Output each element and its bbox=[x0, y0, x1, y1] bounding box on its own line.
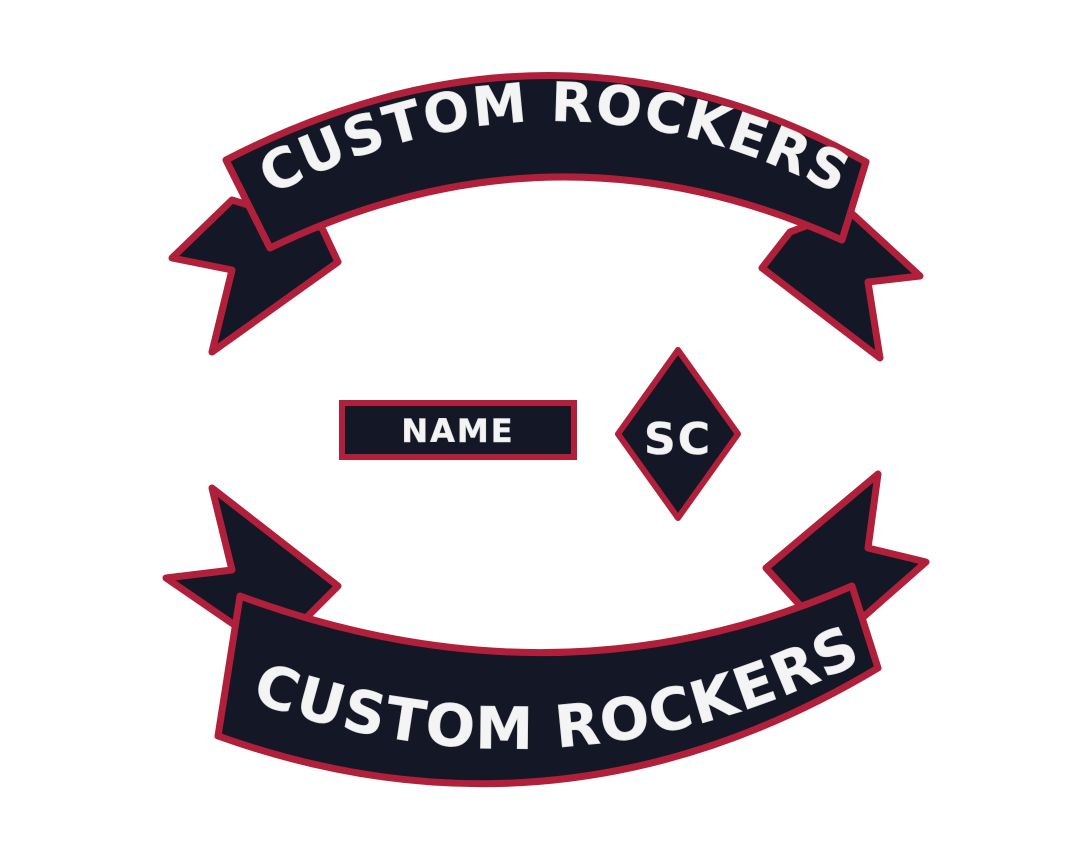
top-rocker-right-tail bbox=[758, 206, 924, 362]
name-tab-patch: NAME bbox=[339, 400, 577, 460]
diamond-band bbox=[615, 347, 741, 521]
bottom-rocker-band bbox=[214, 582, 882, 788]
diamond-patch: SC bbox=[615, 347, 741, 521]
top-rocker-patch: CUSTOM ROCKERS bbox=[168, 70, 924, 362]
diamond-text: SC bbox=[644, 414, 712, 465]
name-tab-text: NAME bbox=[401, 412, 514, 450]
bottom-rocker-patch: CUSTOM ROCKERS bbox=[162, 470, 930, 788]
top-rocker-band bbox=[222, 72, 870, 252]
name-tab-band bbox=[339, 400, 577, 460]
